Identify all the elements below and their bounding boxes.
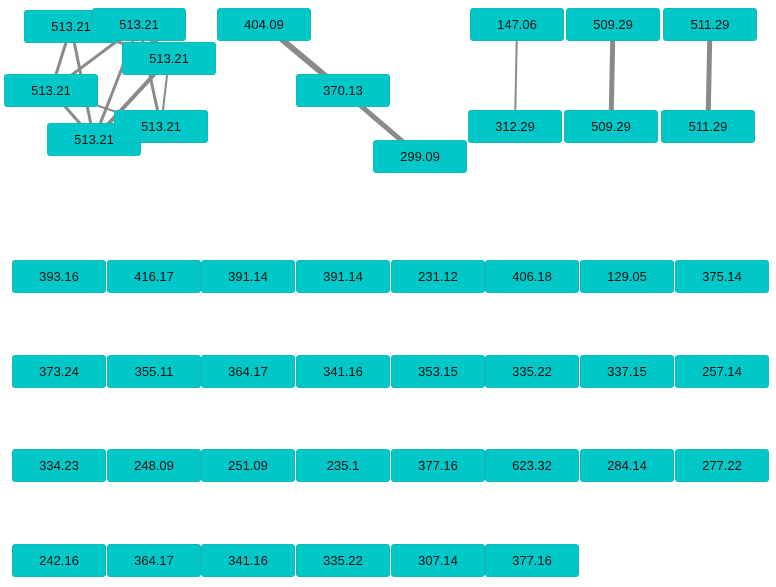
isolated-node[interactable]: 406.18 xyxy=(485,260,579,293)
isolated-node[interactable]: 377.16 xyxy=(391,449,485,482)
isolated-node[interactable]: 235.1 xyxy=(296,449,390,482)
graph-node-a3[interactable]: 513.21 xyxy=(122,42,216,75)
isolated-node[interactable]: 251.09 xyxy=(201,449,295,482)
edge-d1-d2 xyxy=(608,24,616,127)
isolated-node[interactable]: 393.16 xyxy=(12,260,106,293)
isolated-node[interactable]: 307.14 xyxy=(391,544,485,577)
graph-node-c1[interactable]: 147.06 xyxy=(470,8,564,41)
isolated-node[interactable]: 335.22 xyxy=(296,544,390,577)
isolated-node[interactable]: 337.15 xyxy=(580,355,674,388)
isolated-node[interactable]: 373.24 xyxy=(12,355,106,388)
graph-node-b1[interactable]: 404.09 xyxy=(217,8,311,41)
isolated-node[interactable]: 231.12 xyxy=(391,260,485,293)
graph-node-c2[interactable]: 312.29 xyxy=(468,110,562,143)
isolated-node[interactable]: 341.16 xyxy=(296,355,390,388)
graph-node-a6[interactable]: 513.21 xyxy=(114,110,208,143)
isolated-node[interactable]: 416.17 xyxy=(107,260,201,293)
isolated-node[interactable]: 277.22 xyxy=(675,449,769,482)
isolated-node[interactable]: 391.14 xyxy=(201,260,295,293)
isolated-node[interactable]: 623.32 xyxy=(485,449,579,482)
graph-node-e1[interactable]: 511.29 xyxy=(663,8,757,41)
isolated-node[interactable]: 364.17 xyxy=(107,544,201,577)
graph-node-d1[interactable]: 509.29 xyxy=(566,8,660,41)
graph-node-a4[interactable]: 513.21 xyxy=(4,74,98,107)
graph-node-d2[interactable]: 509.29 xyxy=(564,110,658,143)
isolated-node[interactable]: 335.22 xyxy=(485,355,579,388)
graph-node-b2[interactable]: 370.13 xyxy=(296,74,390,107)
isolated-node[interactable]: 334.23 xyxy=(12,449,106,482)
edge-e1-e2 xyxy=(705,24,713,127)
isolated-node[interactable]: 257.14 xyxy=(675,355,769,388)
isolated-node[interactable]: 355.11 xyxy=(107,355,201,388)
isolated-node[interactable]: 364.17 xyxy=(201,355,295,388)
isolated-node[interactable]: 377.16 xyxy=(485,544,579,577)
graph-node-b3[interactable]: 299.09 xyxy=(373,140,467,173)
isolated-node[interactable]: 341.16 xyxy=(201,544,295,577)
isolated-node[interactable]: 129.05 xyxy=(580,260,674,293)
isolated-node[interactable]: 391.14 xyxy=(296,260,390,293)
graph-node-a2[interactable]: 513.21 xyxy=(92,8,186,41)
graph-node-e2[interactable]: 511.29 xyxy=(661,110,755,143)
isolated-node[interactable]: 375.14 xyxy=(675,260,769,293)
isolated-node[interactable]: 242.16 xyxy=(12,544,106,577)
isolated-node[interactable]: 248.09 xyxy=(107,449,201,482)
edge-c1-c2 xyxy=(514,24,518,127)
isolated-node[interactable]: 353.15 xyxy=(391,355,485,388)
edge-a2-a6 xyxy=(137,24,163,127)
isolated-node[interactable]: 284.14 xyxy=(580,449,674,482)
